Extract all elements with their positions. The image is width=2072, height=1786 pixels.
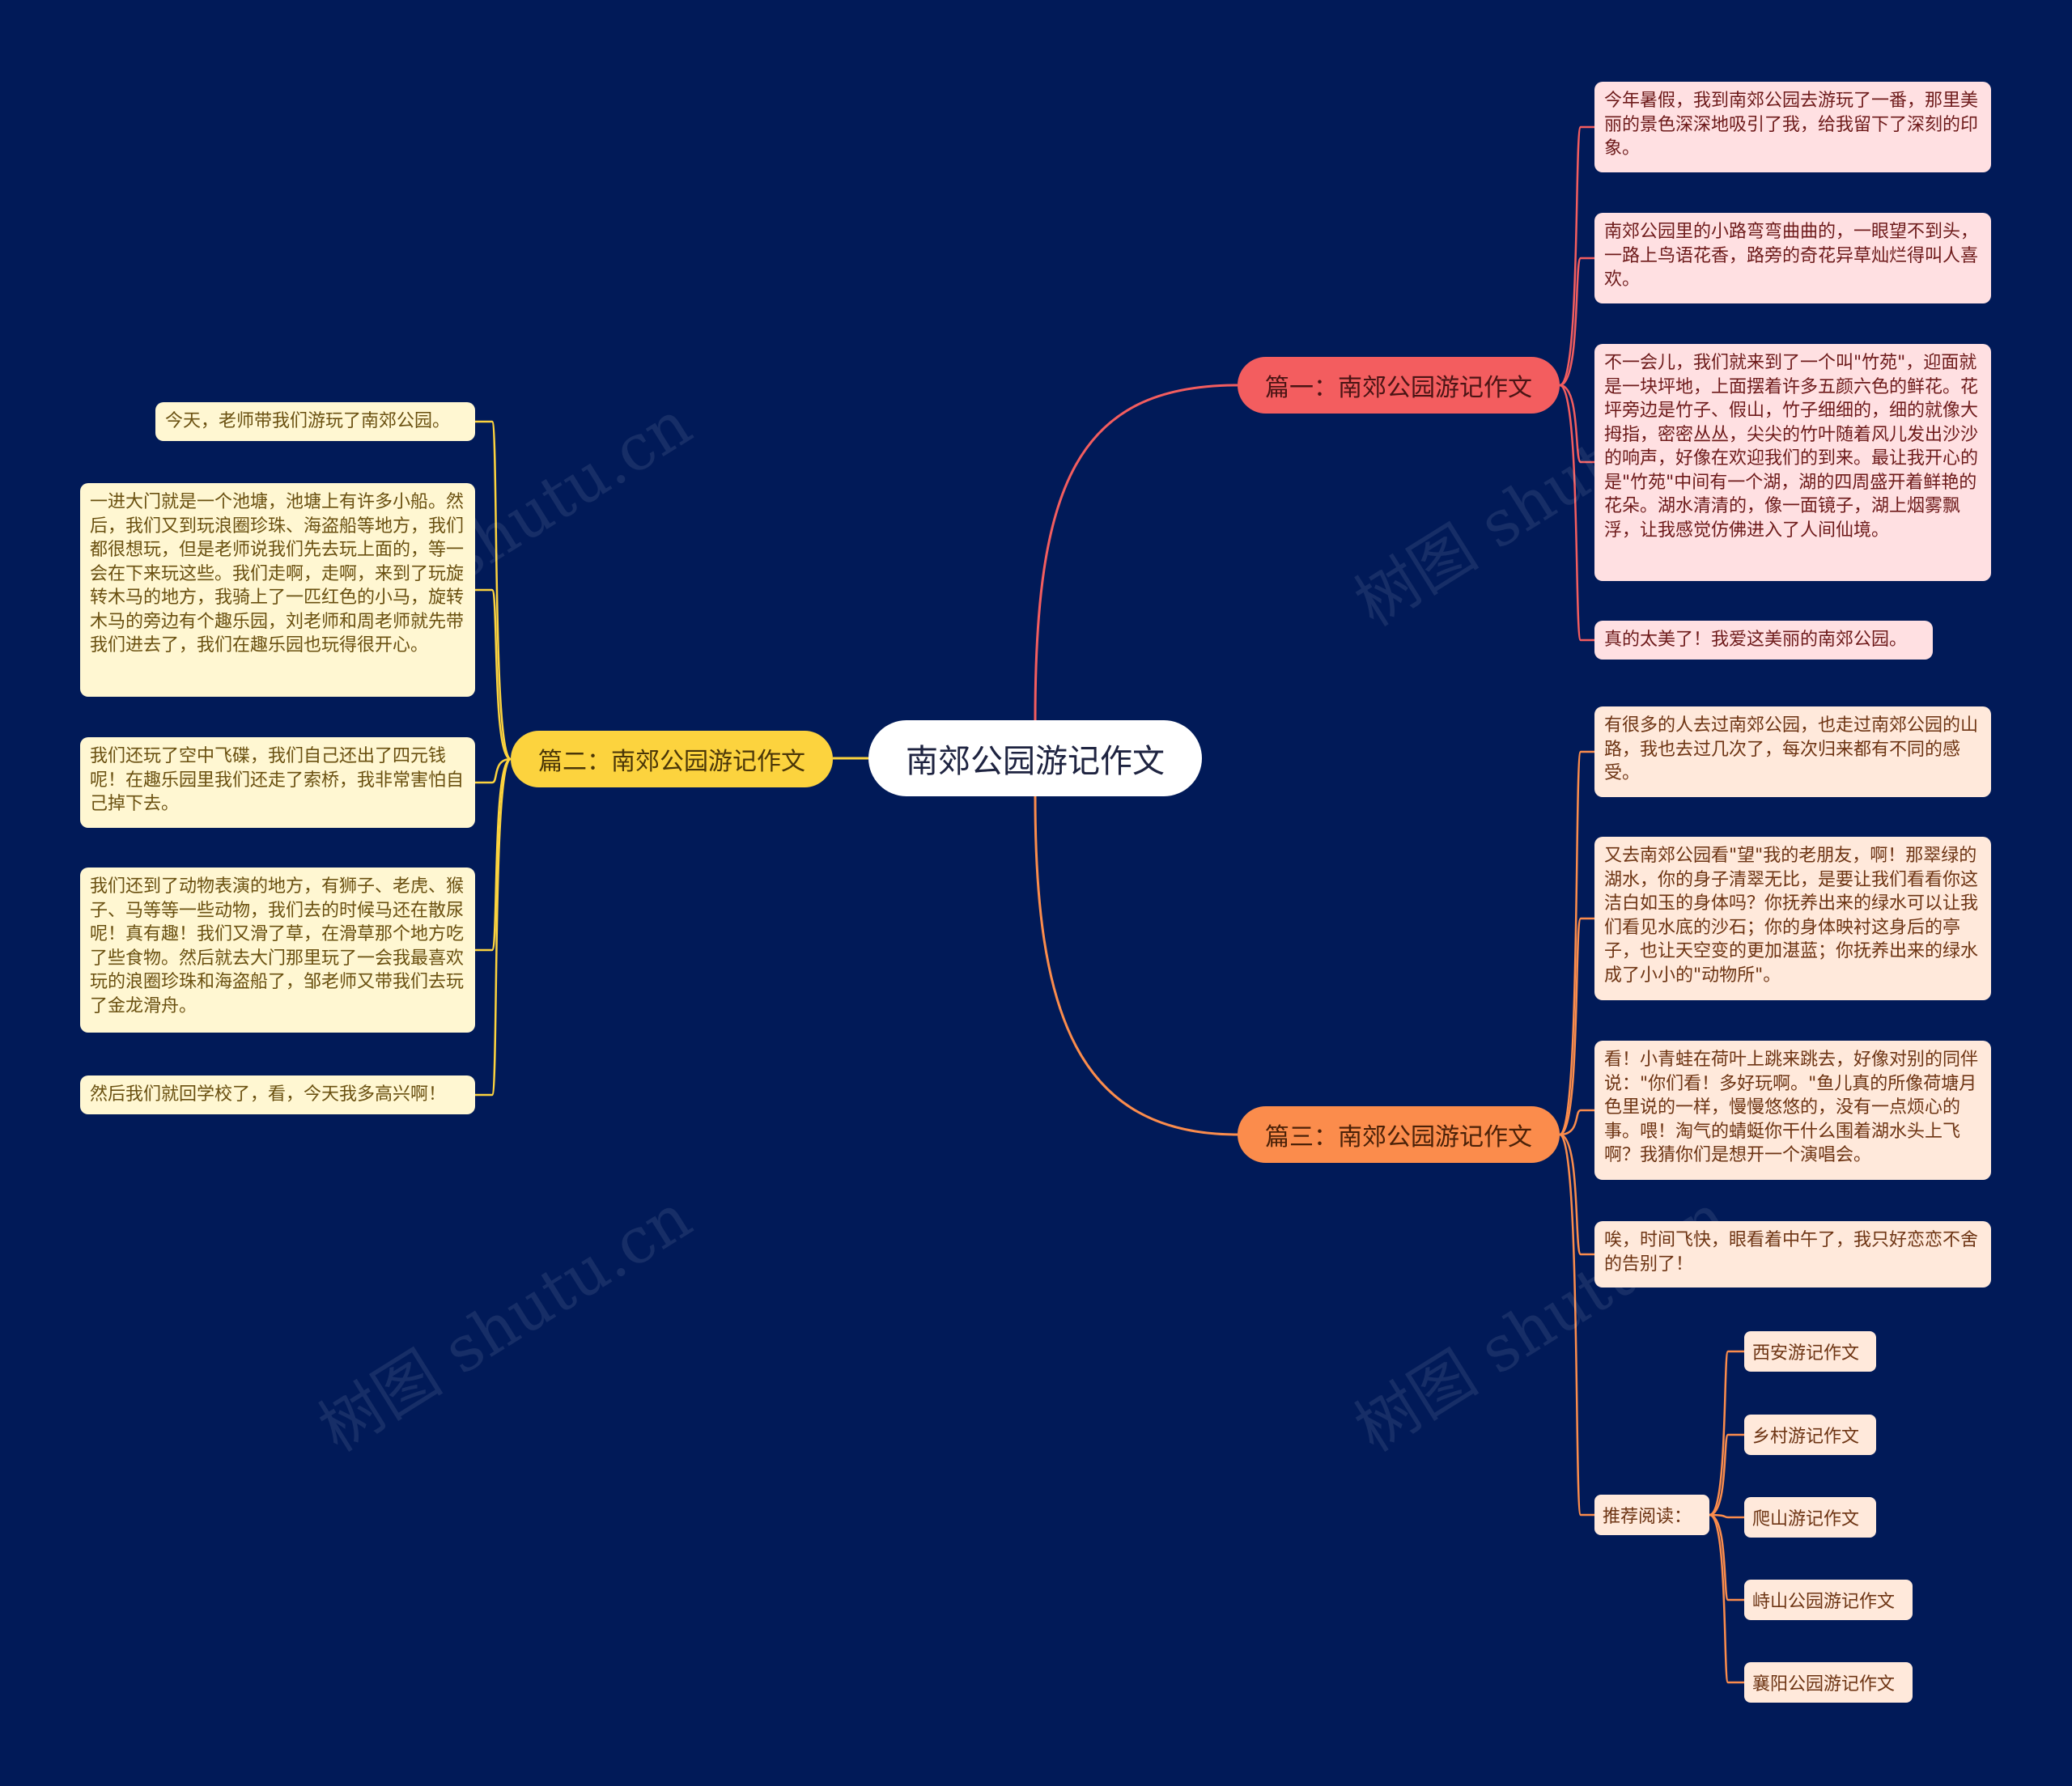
link-branch2-leaf	[475, 420, 512, 761]
recommend-label[interactable]: 推荐阅读：	[1594, 1495, 1709, 1535]
link-branch1-leaf	[1559, 125, 1594, 387]
leaf-note[interactable]: 真的太美了！我爱这美丽的南郊公园。	[1594, 621, 1933, 660]
link-branch2-leaf	[475, 757, 512, 952]
link-branch2-leaf	[475, 588, 512, 761]
leaf-note[interactable]: 今年暑假，我到南郊公园去游玩了一番，那里美丽的景色深深地吸引了我，给我留下了深刻…	[1594, 82, 1991, 172]
root-topic[interactable]: 南郊公园游记作文	[868, 720, 1202, 796]
leaf-note[interactable]: 有很多的人去过南郊公园，也走过南郊公园的山路，我也去过几次了，每次归来都有不同的…	[1594, 706, 1991, 797]
link-recommend-item	[1709, 1513, 1744, 1601]
link-branch1-leaf	[1559, 384, 1594, 464]
branch-topic-2[interactable]: 篇二：南郊公园游记作文	[511, 731, 833, 787]
link-branch2-leaf	[475, 757, 512, 1097]
link-root-branch3	[1034, 795, 1238, 1136]
link-branch3-leaf	[1558, 1133, 1594, 1517]
link-branch1-leaf	[1559, 257, 1594, 387]
leaf-note[interactable]: 我们还到了动物表演的地方，有狮子、老虎、猴子、马等等一些动物，我们去的时候马还在…	[80, 868, 475, 1033]
leaf-note[interactable]: 唉，时间飞快，眼看着中午了，我只好恋恋不舍的告别了！	[1594, 1221, 1991, 1288]
leaf-note[interactable]: 今天，老师带我们游玩了南郊公园。	[155, 402, 475, 441]
branch-topic-1[interactable]: 篇一：南郊公园游记作文	[1238, 357, 1560, 414]
leaf-note[interactable]: 又去南郊公园看"望"我的老朋友，啊！那翠绿的湖水，你的身子清翠无比，是要让我们看…	[1594, 837, 1991, 1000]
link-root-branch1	[1034, 384, 1238, 721]
leaf-note[interactable]: 不一会儿，我们就来到了一个叫"竹苑"，迎面就是一块坪地，上面摆着许多五颜六色的鲜…	[1594, 344, 1991, 581]
leaf-note[interactable]: 南郊公园里的小路弯弯曲曲的，一眼望不到头，一路上鸟语花香，路旁的奇花异草灿烂得叫…	[1594, 213, 1991, 303]
leaf-note[interactable]: 一进大门就是一个池塘，池塘上有许多小船。然后，我们又到玩浪圈珍珠、海盗船等地方，…	[80, 483, 475, 697]
recommend-item[interactable]: 西安游记作文	[1744, 1331, 1876, 1372]
link-recommend-item	[1709, 1433, 1744, 1517]
recommend-item[interactable]: 乡村游记作文	[1744, 1415, 1876, 1455]
link-branch3-leaf	[1559, 1133, 1594, 1256]
link-branch2-leaf	[475, 757, 512, 784]
leaf-note[interactable]: 我们还玩了空中飞碟，我们自己还出了四元钱呢！在趣乐园里我们还走了索桥，我非常害怕…	[80, 737, 475, 828]
link-recommend-item	[1709, 1513, 1744, 1519]
link-recommend-item	[1709, 1513, 1744, 1684]
recommend-item[interactable]: 爬山游记作文	[1744, 1497, 1876, 1538]
branch-topic-3[interactable]: 篇三：南郊公园游记作文	[1238, 1106, 1560, 1163]
link-branch3-leaf	[1558, 750, 1594, 1136]
link-branch3-leaf	[1559, 917, 1594, 1136]
leaf-note[interactable]: 然后我们就回学校了，看，今天我多高兴啊！	[80, 1075, 475, 1114]
link-branch1-leaf	[1559, 384, 1594, 642]
recommend-item[interactable]: 襄阳公园游记作文	[1744, 1662, 1913, 1703]
link-branch3-leaf	[1559, 1109, 1594, 1136]
leaf-note[interactable]: 看！小青蛙在荷叶上跳来跳去，好像对别的同伴说："你们看！多好玩啊。"鱼儿真的所像…	[1594, 1041, 1991, 1180]
link-recommend-item	[1709, 1350, 1744, 1517]
recommend-item[interactable]: 峙山公园游记作文	[1744, 1580, 1913, 1620]
